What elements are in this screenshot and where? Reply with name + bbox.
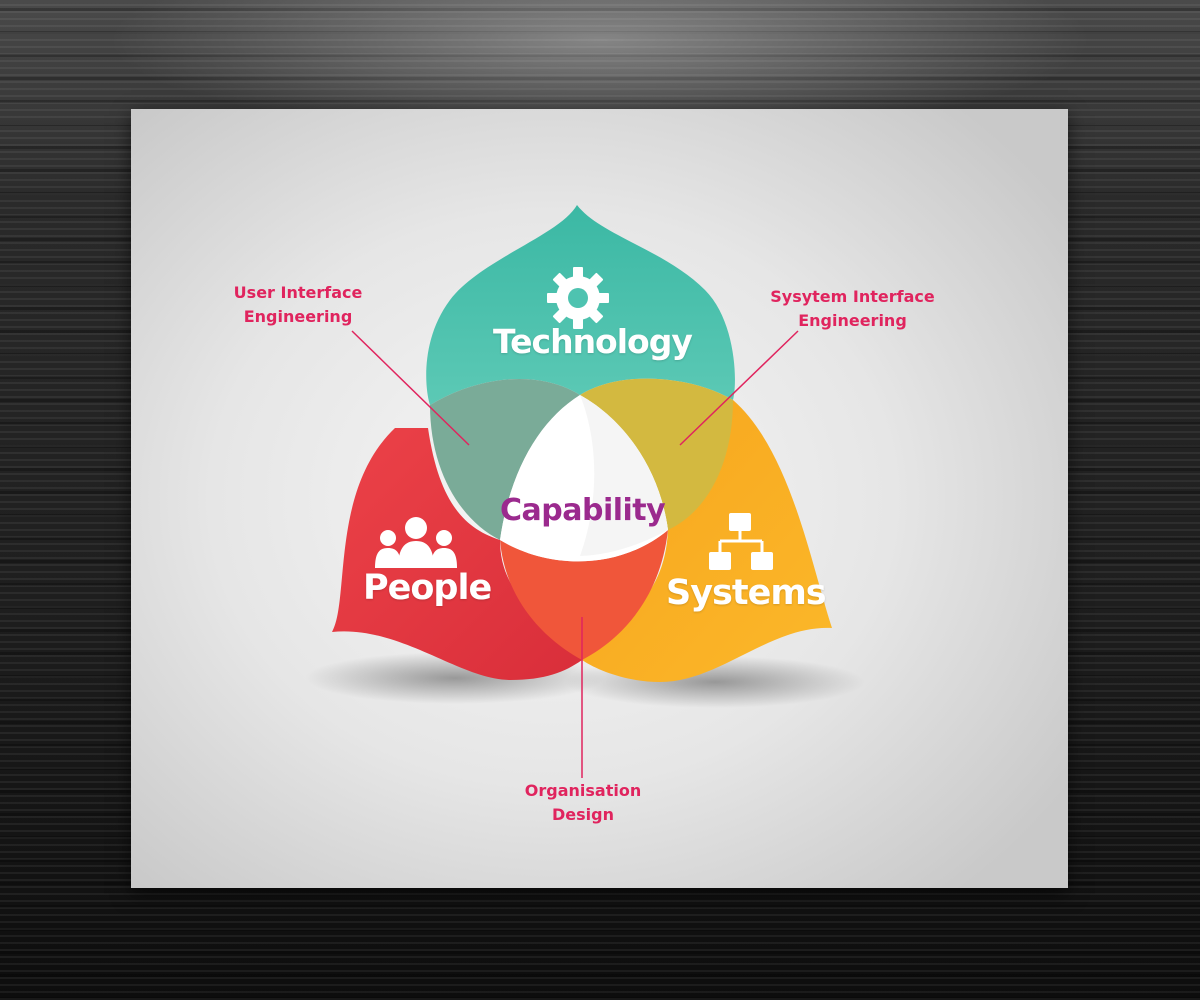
system-interface-line1: Sysytem Interface	[770, 287, 935, 306]
flowchart-icon	[709, 513, 773, 570]
organisation-line2: Design	[552, 805, 614, 824]
people-icon	[375, 517, 457, 568]
people-petal	[332, 428, 582, 680]
people-systems-overlap	[500, 530, 668, 660]
user-interface-line1: User Interface	[233, 283, 363, 302]
systems-petal	[582, 400, 832, 682]
user-interface-line2: Engineering	[243, 307, 353, 326]
systems-label: Systems	[666, 573, 827, 613]
tech-systems-overlap	[580, 378, 733, 530]
organisation-annotation: Organisation Design	[517, 779, 649, 827]
system-interface-leader-line	[679, 330, 799, 446]
people-label: People	[363, 568, 492, 608]
system-interface-line2: Engineering	[798, 311, 907, 330]
organisation-line1: Organisation	[524, 781, 642, 800]
tech-people-overlap	[430, 378, 580, 540]
technology-label: Technology	[493, 322, 693, 361]
user-interface-leader-line	[351, 330, 470, 446]
user-interface-annotation: User Interface Engineering	[228, 281, 368, 329]
capability-label: Capability	[500, 493, 666, 528]
system-interface-annotation: Sysytem Interface Engineering	[765, 285, 940, 333]
capability-center-shade	[580, 395, 668, 556]
gear-icon	[547, 267, 609, 329]
